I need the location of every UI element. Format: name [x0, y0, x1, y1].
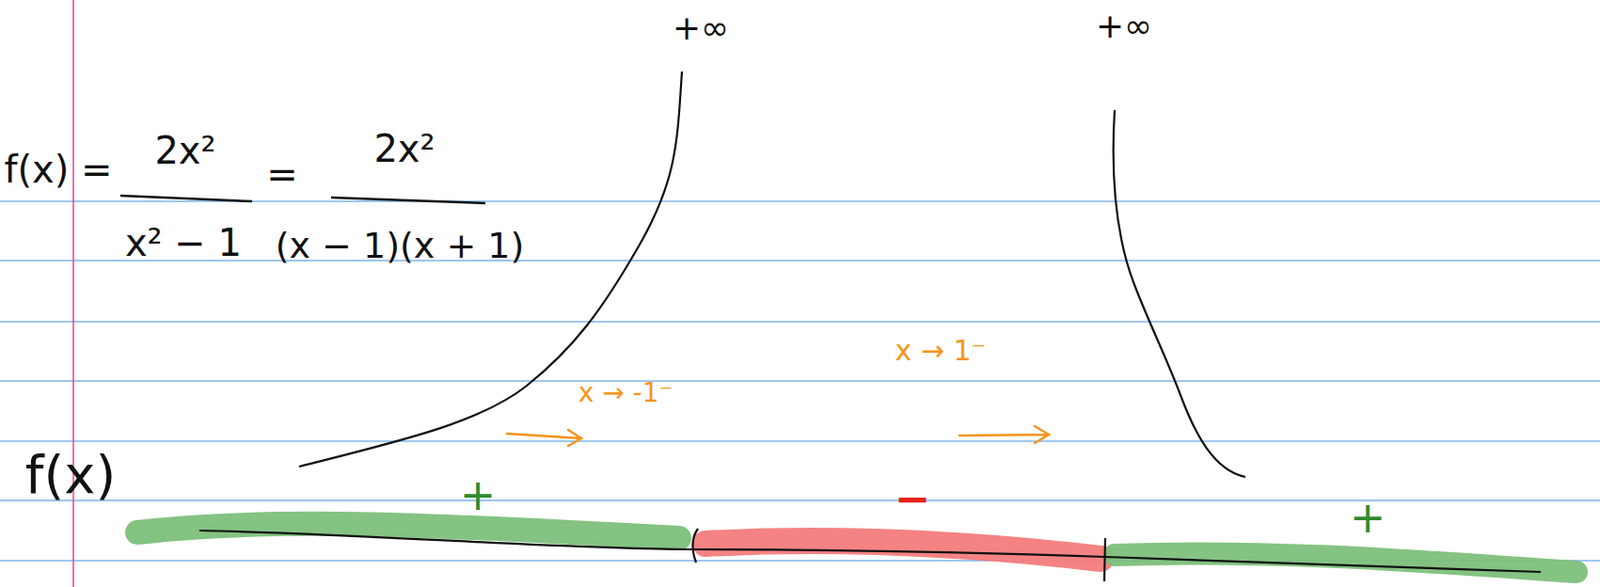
open-bracket: [1104, 538, 1106, 582]
limit-value: +∞: [672, 9, 729, 48]
limit-note: x → -1⁻: [578, 379, 674, 409]
graph-branch: [299, 71, 682, 467]
open-bracket: [692, 528, 698, 563]
fraction-bar: [331, 197, 486, 204]
numerator: 2x²: [373, 127, 435, 170]
denominator: (x − 1)(x + 1): [275, 226, 525, 267]
denominator: x² − 1: [125, 221, 242, 264]
positive-band: [1114, 553, 1577, 572]
equation: f(x) =: [3, 148, 112, 191]
limit-value: +∞: [1095, 7, 1153, 46]
sign-mark: +: [1349, 493, 1387, 542]
function-name: f(x): [25, 445, 117, 505]
limit-note: x → 1⁻: [895, 334, 987, 366]
number-line: [199, 530, 1541, 572]
fraction-bar: [120, 195, 253, 202]
graph-branch: [1113, 110, 1246, 477]
equation: =: [266, 153, 299, 195]
approach-arrows: [506, 426, 1049, 446]
sign-mark: −: [894, 475, 932, 523]
numerator: 2x²: [154, 129, 216, 172]
ruled-lines: [0, 201, 1600, 561]
sign-mark: +: [459, 471, 497, 520]
